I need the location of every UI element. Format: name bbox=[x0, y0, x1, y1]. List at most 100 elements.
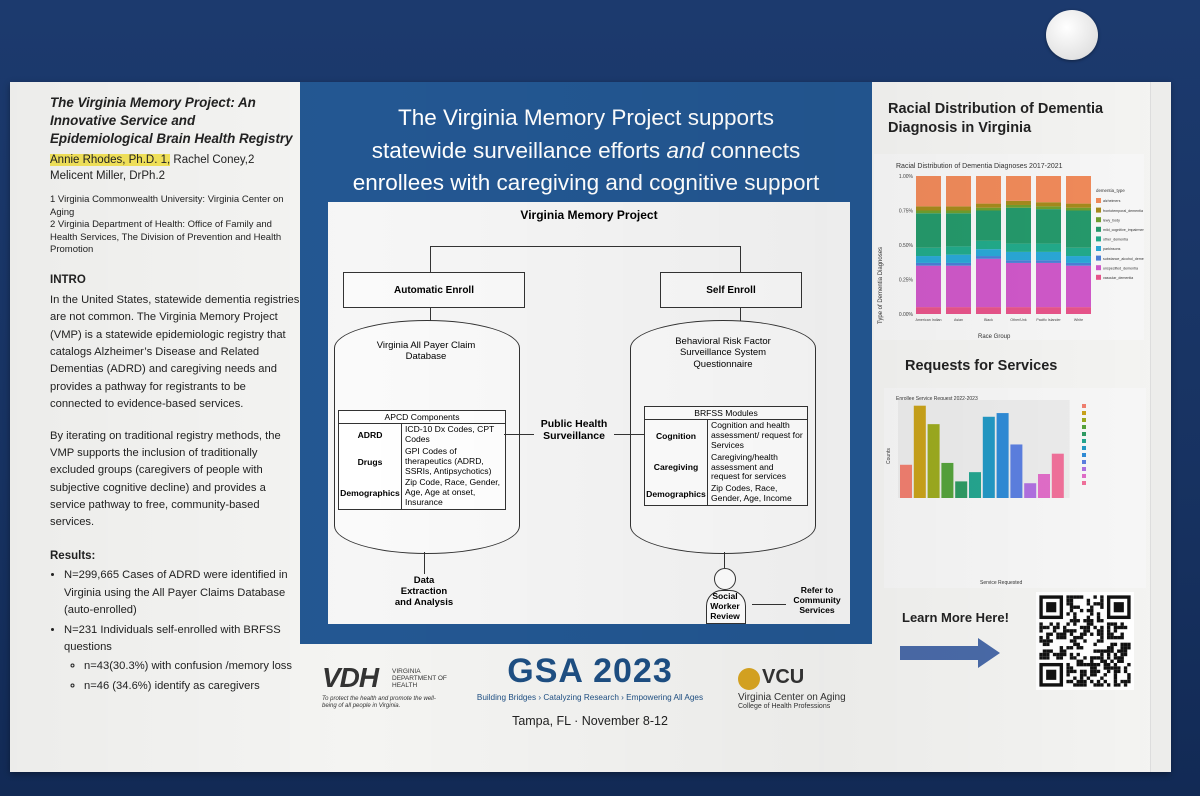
legend-swatch bbox=[1096, 265, 1101, 271]
bar bbox=[1038, 474, 1050, 498]
bar-segment bbox=[976, 207, 1001, 211]
bar bbox=[900, 464, 912, 498]
bar-segment bbox=[1036, 251, 1061, 261]
legend-label: other_dementia bbox=[1103, 238, 1128, 242]
bar-segment bbox=[1066, 207, 1091, 211]
bar-segment bbox=[1066, 265, 1091, 308]
legend-label: unspecified_dementia bbox=[1103, 266, 1138, 270]
x-axis-label: Service Requested bbox=[980, 580, 1022, 586]
vdh-department: VIRGINIA DEPARTMENT OF HEALTH bbox=[392, 668, 447, 690]
diagram-title: Virginia Memory Project bbox=[520, 208, 658, 222]
affiliation-2: 2 Virginia Department of Health: Office … bbox=[50, 219, 282, 255]
table-key: Demographics bbox=[645, 483, 708, 505]
legend-swatch bbox=[1096, 198, 1101, 203]
table-value: GPI Codes of therapeutics (ADRD, SSRIs, … bbox=[405, 445, 492, 476]
public-health-surveillance: Public Health Surveillance bbox=[540, 418, 608, 443]
bar-segment bbox=[976, 307, 1001, 314]
x-tick-label: Other/Unk bbox=[1010, 318, 1027, 322]
results-heading: Results: bbox=[50, 549, 96, 562]
legend-swatch bbox=[1082, 418, 1086, 422]
poster-edge bbox=[1150, 82, 1171, 772]
bar-segment bbox=[1036, 206, 1061, 210]
legend-label: alzheimers bbox=[1103, 199, 1121, 203]
person-body bbox=[706, 590, 746, 624]
arrow-line bbox=[752, 604, 786, 605]
bar-segment bbox=[1006, 207, 1031, 244]
self-enroll-box: Self Enroll bbox=[660, 272, 802, 308]
bar-segment bbox=[976, 258, 1001, 308]
right-arrow-icon bbox=[900, 638, 1000, 668]
bar-segment bbox=[916, 213, 941, 248]
vdh-tagline: To protect the health and promote the we… bbox=[322, 696, 436, 710]
x-tick-label: Asian bbox=[954, 318, 963, 322]
chart-title: Racial Distribution of Dementia Diagnose… bbox=[896, 163, 1063, 170]
arrow-line bbox=[424, 552, 425, 574]
bar-segment bbox=[946, 210, 971, 214]
bar-segment bbox=[1036, 307, 1061, 314]
bar-segment bbox=[1006, 262, 1031, 308]
bar-segment bbox=[916, 256, 941, 263]
table-key: Demographics bbox=[339, 477, 402, 509]
connector-line bbox=[430, 306, 431, 330]
bar-segment bbox=[1006, 200, 1031, 205]
x-axis-label: Race Group bbox=[978, 334, 1011, 340]
legend-label: vascular_dementia bbox=[1103, 276, 1133, 280]
bar-segment bbox=[976, 210, 1001, 241]
legend-swatch bbox=[1082, 453, 1086, 457]
vdh-logo: VDH VIRGINIA DEPARTMENT OF HEALTH To pro… bbox=[322, 664, 447, 710]
connector-line bbox=[430, 246, 740, 247]
gsa-mark: GSA 2023 bbox=[507, 652, 673, 690]
headline-line-3: enrollees with caregiving and cognitive … bbox=[352, 170, 820, 196]
legend-swatch bbox=[1082, 467, 1086, 471]
legend-swatch bbox=[1082, 474, 1086, 478]
bar-segment bbox=[1036, 202, 1061, 207]
bar-segment bbox=[1066, 262, 1091, 266]
bar-segment bbox=[1066, 203, 1091, 208]
bar-segment bbox=[1006, 176, 1031, 201]
bar-segment bbox=[1066, 307, 1091, 314]
bar-segment bbox=[1036, 260, 1061, 263]
y-axis-label: Counts bbox=[886, 448, 892, 464]
bar bbox=[996, 413, 1009, 498]
legend-label: mild_cognitive_impairment bbox=[1103, 228, 1144, 232]
bar-segment bbox=[916, 247, 941, 257]
result-text: N=231 Individuals self-enrolled with BRF… bbox=[64, 623, 281, 653]
bar-segment bbox=[976, 249, 1001, 257]
bar-segment bbox=[946, 307, 971, 314]
pushpin bbox=[1046, 10, 1098, 60]
bar bbox=[941, 462, 954, 498]
bar bbox=[1010, 444, 1023, 498]
chart-title: Enrollee Service Request 2022-2023 bbox=[896, 396, 978, 402]
automatic-enroll-box: Automatic Enroll bbox=[343, 272, 525, 308]
bar-segment bbox=[946, 246, 971, 255]
qr-code-icon[interactable] bbox=[1036, 592, 1134, 690]
bar-segment bbox=[946, 176, 971, 207]
table-key: Drugs bbox=[339, 445, 402, 478]
left-column: The Virginia Memory Project: An Innovati… bbox=[50, 94, 300, 695]
bar-segment bbox=[976, 240, 1001, 250]
apcd-table-title: APCD Components bbox=[339, 411, 505, 424]
bar bbox=[969, 472, 981, 498]
chart-bars bbox=[916, 176, 1091, 314]
legend-swatch bbox=[1082, 404, 1086, 408]
headline: The Virginia Memory Project supports sta… bbox=[300, 102, 872, 200]
chart2-heading: Requests for Services bbox=[905, 358, 1058, 374]
bar-segment bbox=[976, 256, 1001, 259]
bar bbox=[982, 416, 995, 498]
authors: Annie Rhodes, Ph.D. 1, Rachel Coney,2 Me… bbox=[50, 152, 300, 184]
legend-swatch bbox=[1082, 432, 1086, 436]
y-tick-label: 0.75% bbox=[899, 209, 914, 215]
y-tick-label: 0.25% bbox=[899, 278, 914, 284]
legend-swatch bbox=[1096, 236, 1101, 242]
bar-segment bbox=[1006, 243, 1031, 252]
bar bbox=[1051, 453, 1064, 498]
person-icon bbox=[714, 568, 736, 590]
table-key: Caregiving bbox=[645, 451, 708, 484]
legend-label: substance_alcohol_dementia bbox=[1103, 257, 1144, 261]
arrow-line bbox=[614, 434, 644, 435]
legend-label: frontotemporal_dementia bbox=[1103, 209, 1143, 213]
legend-swatch bbox=[1082, 411, 1086, 415]
connector-line bbox=[740, 246, 741, 272]
